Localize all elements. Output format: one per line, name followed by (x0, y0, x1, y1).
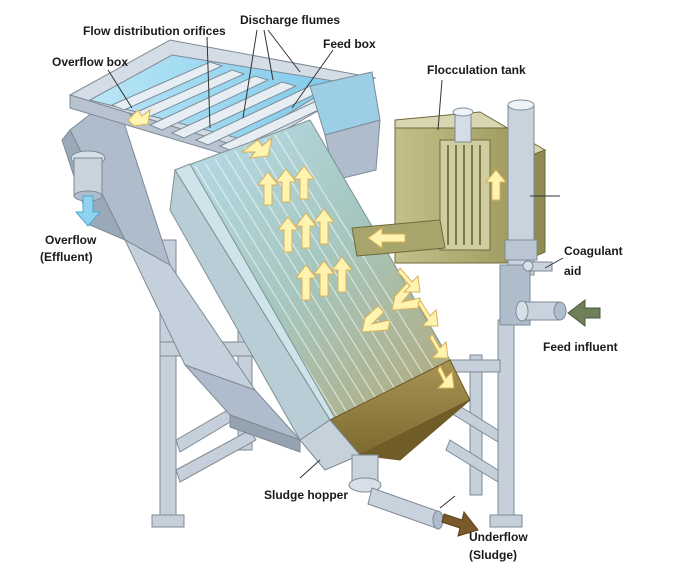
lower-casing (184, 364, 301, 453)
label-coagulant: Coagulant (564, 244, 623, 258)
overflow-pipe (70, 150, 106, 202)
feed-box (309, 71, 381, 181)
label-flow-distribution-orifices: Flow distribution orifices (83, 24, 226, 38)
label-discharge-flumes: Discharge flumes (240, 13, 341, 27)
feed-column (499, 99, 538, 326)
effluent-arrow (74, 195, 102, 227)
label-overflow: Overflow (45, 233, 97, 247)
sludge-pipe (348, 454, 444, 530)
discharge-flumes (110, 61, 354, 152)
label-feed-box: Feed box (323, 37, 376, 51)
label-sludge: (Sludge) (469, 548, 517, 562)
coagulant-aid-inlet (522, 260, 553, 272)
leader-lines (107, 29, 564, 509)
sludge-hopper (299, 359, 471, 471)
label-sludge-hopper: Sludge hopper (264, 488, 348, 502)
flow-arrows (127, 108, 508, 389)
label-overflow-box: Overflow box (52, 55, 129, 69)
feed-influent-arrow (567, 298, 601, 328)
label-flocculation-tank: Flocculation tank (427, 63, 526, 77)
label-effluent: (Effluent) (40, 250, 93, 264)
influent-pipe (515, 300, 567, 322)
label-underflow: Underflow (469, 530, 528, 544)
underflow-arrow (441, 510, 479, 537)
label-aid: aid (564, 264, 582, 278)
label-feed-influent: Feed influent (543, 340, 618, 354)
plate-pack (169, 119, 451, 441)
